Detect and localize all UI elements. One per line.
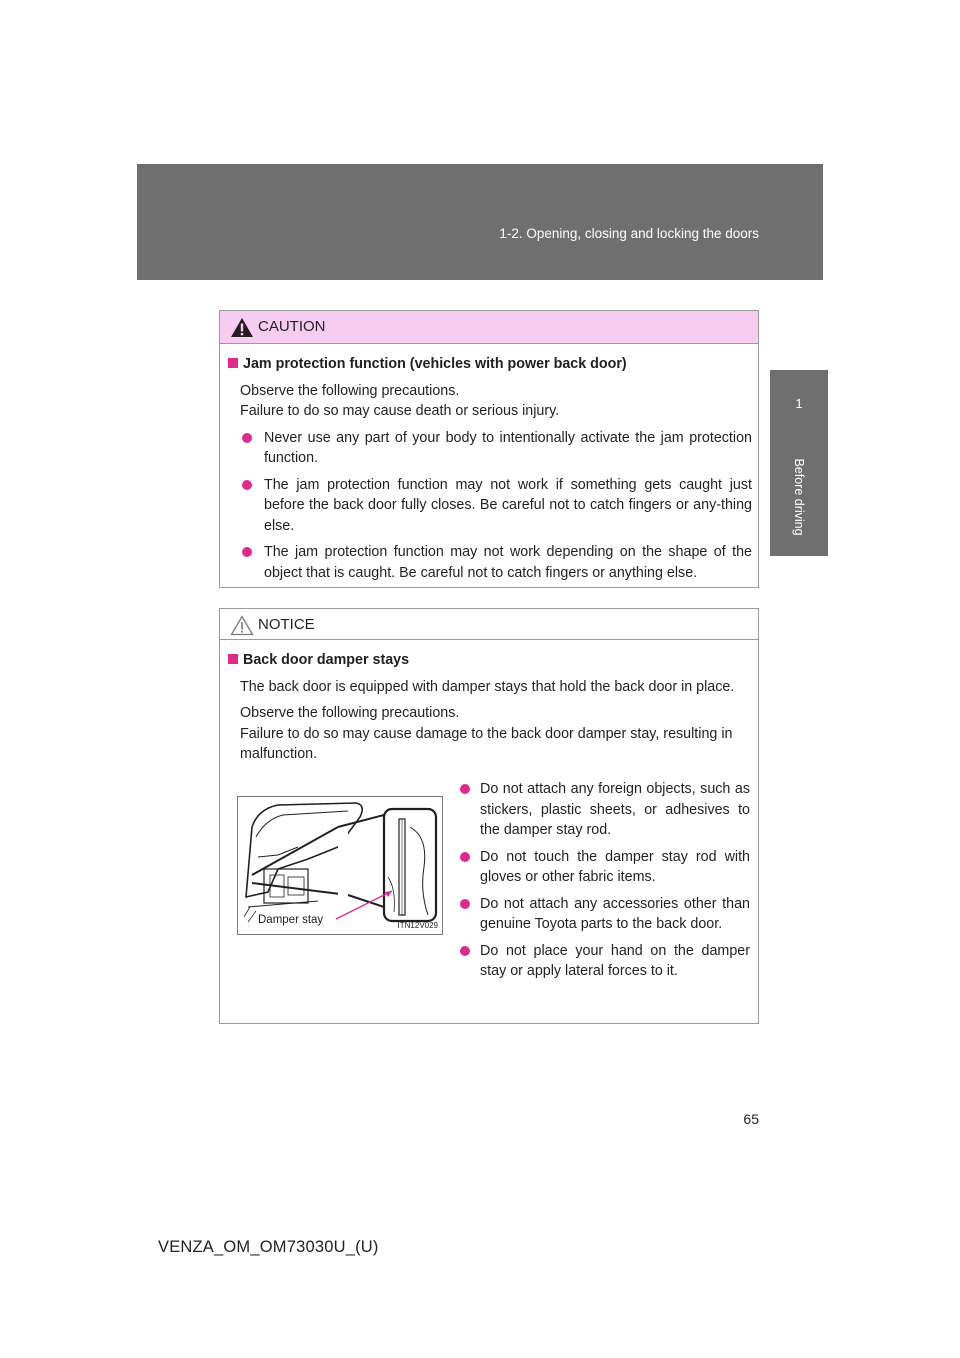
section-title: 1-2. Opening, closing and locking the do… bbox=[499, 226, 759, 241]
notice-header: NOTICE bbox=[220, 609, 758, 640]
bullet-dot-icon bbox=[460, 851, 470, 862]
notice-subheading-text: Back door damper stays bbox=[243, 652, 410, 668]
bullet-dot-icon bbox=[460, 945, 470, 956]
bullet-dot-icon bbox=[242, 432, 252, 443]
list-item-text: Do not place your hand on the damper sta… bbox=[480, 942, 750, 980]
list-item-text: The jam protection function may not work… bbox=[264, 544, 752, 581]
notice-subheading: Back door damper stays bbox=[228, 650, 752, 671]
list-item: The jam protection function may not work… bbox=[240, 542, 752, 583]
chapter-label: Before driving bbox=[792, 458, 806, 536]
list-item: Do not attach any foreign objects, such … bbox=[458, 779, 750, 841]
notice-intro-line1: Observe the following precautions. bbox=[240, 705, 460, 721]
notice-para: The back door is equipped with damper st… bbox=[240, 678, 735, 695]
list-item: Do not place your hand on the damper sta… bbox=[458, 941, 750, 982]
list-item-text: Never use any part of your body to inten… bbox=[264, 429, 752, 467]
square-bullet-icon bbox=[228, 654, 238, 664]
caution-intro-line1: Observe the following precautions. bbox=[240, 382, 460, 399]
list-item-text: Do not attach any foreign objects, such … bbox=[480, 781, 750, 838]
document-code: VENZA_OM_OM73030U_(U) bbox=[158, 1238, 379, 1256]
caution-box: CAUTION Jam protection function (vehicle… bbox=[219, 310, 759, 588]
bullet-dot-icon bbox=[460, 784, 470, 794]
figure-code: ITN12V029 bbox=[397, 921, 438, 930]
list-item: Do not attach any accessories other than… bbox=[458, 894, 750, 935]
notice-box: NOTICE Back door damper stays The back d… bbox=[219, 608, 759, 1024]
list-item: Do not touch the damper stay rod with gl… bbox=[458, 847, 750, 888]
notice-body: Back door damper stays The back door is … bbox=[220, 640, 758, 765]
caution-subheading: Jam protection function (vehicles with p… bbox=[228, 354, 752, 375]
caution-subheading-text: Jam protection function (vehicles with p… bbox=[243, 356, 627, 372]
caution-body: Jam protection function (vehicles with p… bbox=[220, 344, 758, 583]
warning-filled-icon bbox=[231, 318, 253, 337]
chapter-label-tab: Before driving bbox=[770, 438, 828, 556]
list-item-text: Do not touch the damper stay rod with gl… bbox=[480, 848, 750, 886]
warning-outline-icon bbox=[230, 615, 254, 636]
header-band bbox=[137, 164, 823, 280]
caution-intro: Observe the following precautions. Failur… bbox=[240, 381, 752, 422]
square-bullet-icon bbox=[228, 358, 238, 368]
bullet-dot-icon bbox=[242, 547, 252, 557]
notice-label: NOTICE bbox=[258, 616, 315, 633]
caution-label: CAUTION bbox=[258, 318, 326, 335]
chapter-number-tab: 1 bbox=[770, 370, 828, 438]
list-item: The jam protection function may not work… bbox=[240, 475, 752, 537]
bullet-dot-icon bbox=[242, 479, 252, 490]
notice-bullet-list: Do not attach any foreign objects, such … bbox=[458, 779, 750, 988]
list-item-text: The jam protection function may not work… bbox=[264, 476, 752, 534]
list-item: Never use any part of your body to inten… bbox=[240, 428, 752, 469]
figure-callout-label: Damper stay bbox=[256, 914, 326, 926]
back-door-drawing bbox=[243, 802, 438, 923]
caution-header: CAUTION bbox=[220, 311, 758, 344]
caution-intro-line2: Failure to do so may cause death or seri… bbox=[240, 403, 560, 419]
list-item-text: Do not attach any accessories other than… bbox=[480, 895, 750, 933]
notice-intro: Observe the following precautions. Failur… bbox=[240, 703, 752, 765]
bullet-dot-icon bbox=[460, 898, 470, 909]
page-number: 65 bbox=[743, 1111, 759, 1127]
notice-intro-line2: Failure to do so may cause damage to the… bbox=[240, 725, 733, 763]
damper-stay-illustration: Damper stay ITN12V029 bbox=[237, 796, 443, 935]
